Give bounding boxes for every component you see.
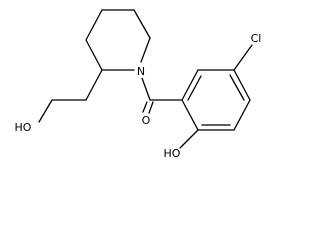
bond-co-double-a bbox=[142, 101, 148, 113]
carbonyl-oxygen-label: O bbox=[142, 114, 151, 127]
bond-c2-ch2 bbox=[85, 69, 103, 101]
bond-c5-n bbox=[140, 37, 151, 63]
molecule-drawing: N O Cl HO HO bbox=[15, 9, 262, 160]
bond-ar-4 bbox=[233, 99, 251, 131]
bond-co-double-b bbox=[148, 101, 154, 114]
structure-diagram: N O Cl HO HO bbox=[15, 9, 262, 160]
bond-c4-c5 bbox=[133, 9, 151, 39]
bond-ar-3 bbox=[233, 69, 251, 101]
bond-c2-c1 bbox=[85, 39, 103, 71]
bond-c1-c3 bbox=[85, 9, 103, 41]
bond-ar-inner-2 bbox=[229, 74, 245, 101]
hydroxyethyl-chain bbox=[38, 69, 103, 123]
nitrogen-label-bg bbox=[135, 63, 147, 78]
bond-ring-oh bbox=[179, 129, 199, 149]
chlorine-label: Cl bbox=[251, 32, 262, 45]
benzene-ring bbox=[181, 69, 251, 131]
bond-ring-cl bbox=[233, 44, 253, 71]
amide-linkage bbox=[141, 77, 183, 114]
bond-ar-6 bbox=[181, 99, 199, 131]
bond-n-carbonyl bbox=[141, 77, 151, 101]
bond-ar-1 bbox=[181, 69, 199, 101]
nitrogen-label: N bbox=[137, 65, 145, 78]
bond-ch2-oh bbox=[38, 99, 53, 123]
bond-ar-inner-1 bbox=[187, 75, 202, 101]
piperidine-ring bbox=[85, 9, 151, 71]
phenol-oh-label: HO bbox=[164, 147, 181, 160]
alcohol-oh-label: HO bbox=[15, 121, 32, 134]
